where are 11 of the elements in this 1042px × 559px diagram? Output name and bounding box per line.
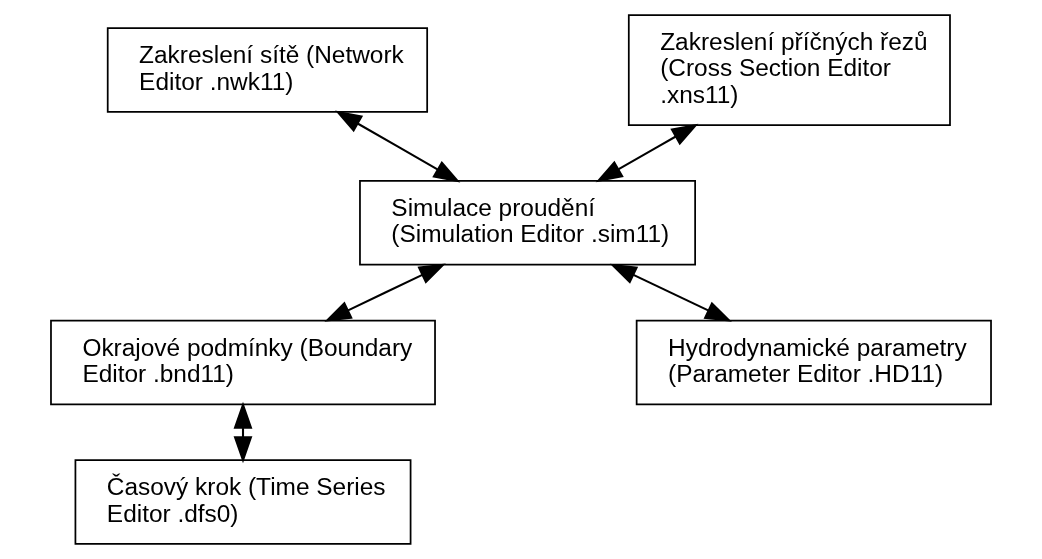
arrow (609, 263, 732, 322)
arrow (324, 263, 446, 322)
node-box: Simulace proudění (Simulation Editor .sim11) (359, 180, 696, 266)
arrow (335, 110, 461, 183)
node-box: Okrajové podmínky (Boundary Editor .bnd11) (50, 319, 436, 406)
node-box: Hydrodynamické parametry (Parameter Editor .HD11) (635, 319, 992, 406)
arrow (595, 123, 699, 183)
node-box: Zakreslení sítě (Network Editor .nwk11) (106, 27, 429, 113)
arrow (233, 401, 253, 464)
node-box: Zakreslení příčných řezů (Cross Section Editor .xns11) (627, 14, 951, 126)
node-box: Časový krok (Time Series Editor .dfs0) (74, 459, 412, 545)
